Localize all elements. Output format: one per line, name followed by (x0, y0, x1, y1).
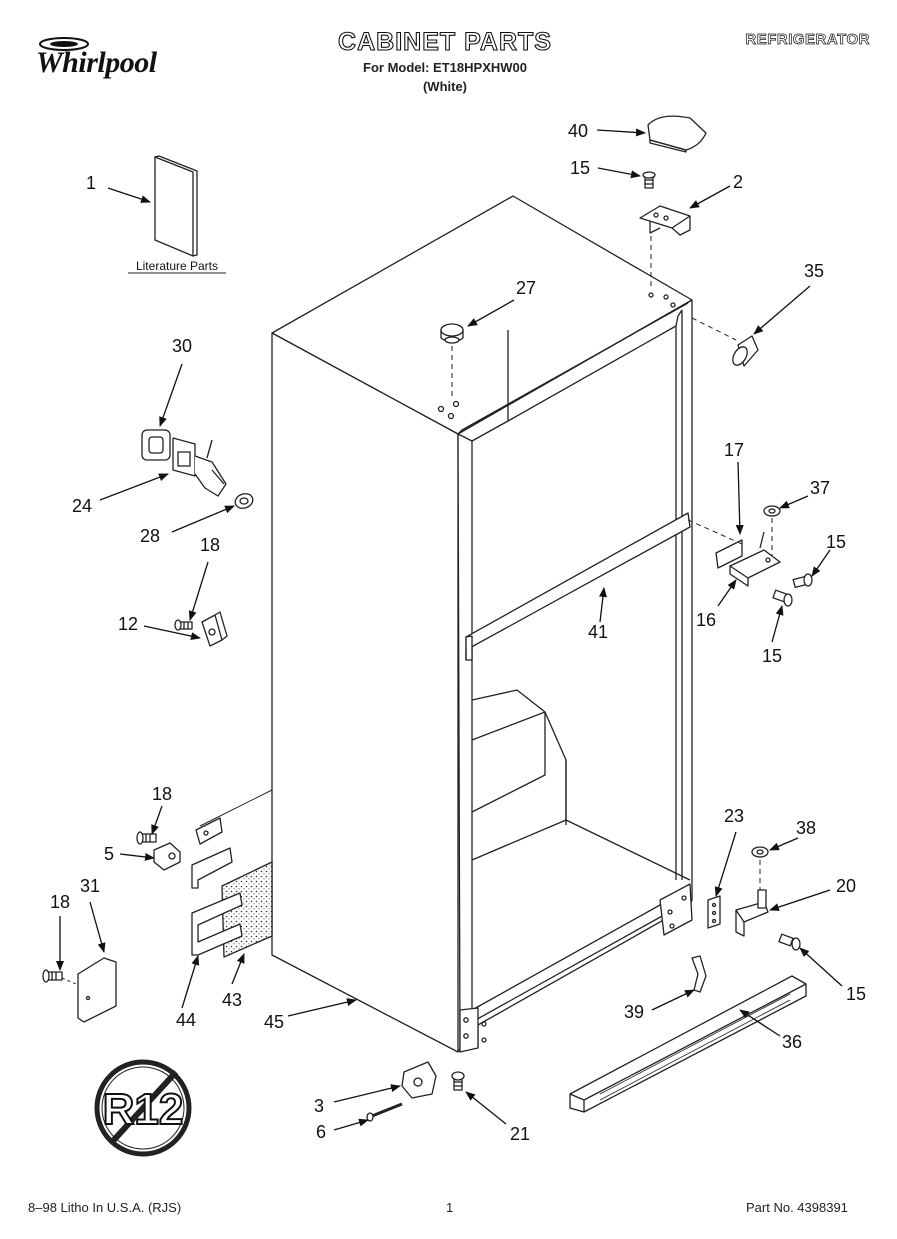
cover-31 (77, 957, 117, 1023)
hinge-washer-37 (763, 505, 781, 517)
callout-12: 12 (118, 614, 138, 634)
callout-16: 16 (696, 610, 716, 630)
callout-21: 21 (510, 1124, 530, 1144)
appliance-type: REFRIGERATOR (745, 31, 870, 49)
callout-5: 5 (104, 844, 114, 864)
grille-clip-39 (691, 955, 707, 993)
literature-booklet (128, 155, 226, 274)
footer-litho: 8–98 Litho In U.S.A. (RJS) (28, 1200, 182, 1215)
hinge-screw-15b (772, 589, 793, 607)
callout-15-bottom: 15 (846, 984, 866, 1004)
callout-1: 1 (86, 173, 96, 193)
no-r12-symbol (94, 1059, 192, 1157)
pin-6 (366, 1102, 403, 1122)
r12-text: R12 (103, 1085, 184, 1134)
drain-nut (234, 493, 254, 509)
callout-3: 3 (314, 1096, 324, 1116)
callout-18-upper: 18 (200, 535, 220, 555)
screw-18-upper (174, 619, 193, 631)
model-color: (White) (422, 79, 468, 94)
refrigerator-cabinet (271, 195, 693, 1053)
bottom-hinge-20 (735, 889, 769, 937)
model-number: For Model: ET18HPXHW00 (363, 60, 527, 75)
logo-swirl-icon (39, 37, 89, 51)
callout-18-cover: 18 (50, 892, 70, 912)
callout-24: 24 (72, 496, 92, 516)
center-hinge-bracket (715, 539, 743, 569)
side-bracket-upper (195, 817, 223, 845)
center-hinge (729, 531, 781, 587)
callout-44: 44 (176, 1010, 196, 1030)
hinge-screw-15a (792, 573, 813, 589)
callout-30: 30 (172, 336, 192, 356)
footer-part-number: Part No. 4398391 (746, 1200, 848, 1215)
callout-27: 27 (516, 278, 536, 298)
callout-37: 37 (810, 478, 830, 498)
callout-17: 17 (724, 440, 744, 460)
callout-35: 35 (804, 261, 824, 281)
literature-label: Literature Parts (136, 259, 218, 273)
callout-15-top: 15 (570, 158, 590, 178)
callout-43: 43 (222, 990, 242, 1010)
leveling-bracket-3 (401, 1061, 437, 1099)
whirlpool-logo: Whirlpool (36, 37, 157, 80)
callout-23: 23 (724, 806, 744, 826)
hinge-hole-plug (732, 335, 759, 367)
callout-6: 6 (316, 1122, 326, 1142)
hinge-shim-23 (707, 895, 721, 929)
door-stop-5 (153, 842, 181, 871)
screw-18-lower (136, 831, 157, 845)
callout-2: 2 (733, 172, 743, 192)
callout-18-lower: 18 (152, 784, 172, 804)
side-bracket-middle (191, 847, 233, 889)
toe-grille (569, 975, 807, 1113)
hinge-screw-top (642, 171, 656, 189)
screw-21 (451, 1071, 465, 1091)
callout-40: 40 (568, 121, 588, 141)
callout-20: 20 (836, 876, 856, 896)
hinge-screw-15c (778, 933, 801, 951)
callout-15-mid-lower: 15 (762, 646, 782, 666)
callout-28: 28 (140, 526, 160, 546)
brand-name: Whirlpool (36, 46, 157, 79)
callout-38: 38 (796, 818, 816, 838)
drain-fitting (172, 437, 227, 497)
top-hinge-cover (647, 115, 707, 153)
hinge-washer-38 (751, 846, 769, 858)
drain-gasket (141, 429, 171, 461)
top-hinge (639, 205, 691, 236)
upper-bracket (201, 611, 228, 647)
footer-page-number: 1 (446, 1200, 454, 1215)
divider-mullion (465, 512, 691, 661)
callout-41: 41 (588, 622, 608, 642)
callout-31: 31 (80, 876, 100, 896)
page-title: CABINET PARTS (337, 27, 552, 56)
callout-15-mid-right: 15 (826, 532, 846, 552)
side-bracket-44 (191, 892, 243, 956)
callout-45: 45 (264, 1012, 284, 1032)
callout-36: 36 (782, 1032, 802, 1052)
screw-18-cover (42, 969, 77, 985)
cabinet-top-plug (440, 323, 464, 344)
callout-39: 39 (624, 1002, 644, 1022)
